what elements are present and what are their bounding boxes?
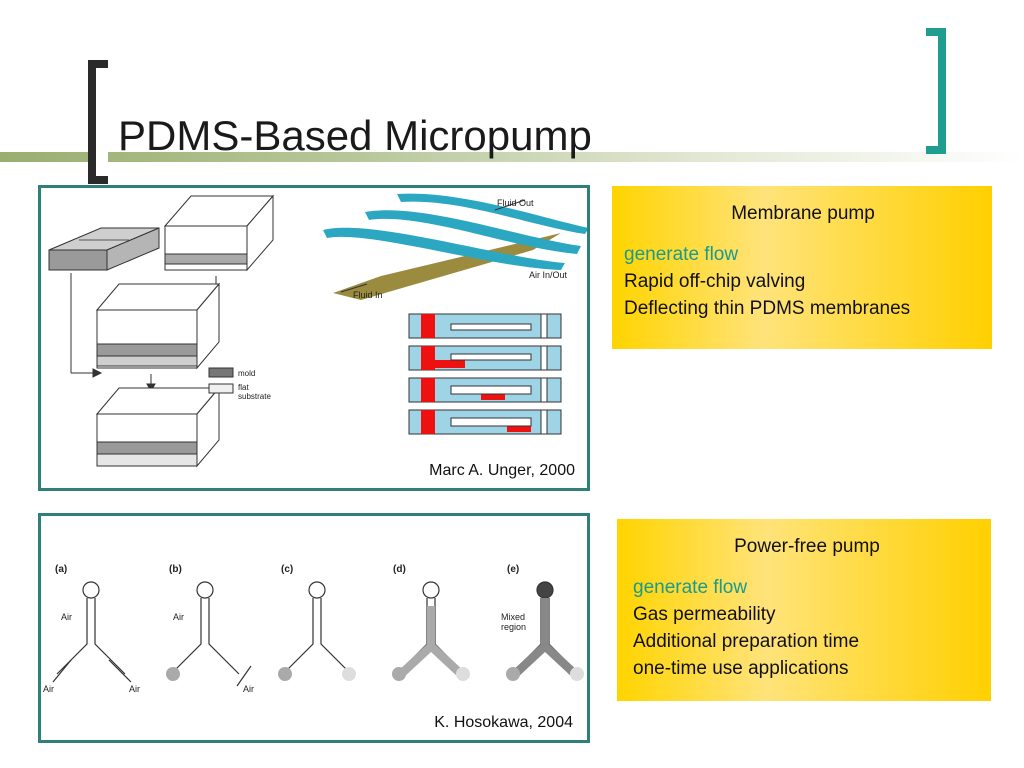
power-free-pump-heading: Power-free pump <box>734 536 880 557</box>
slide-title: PDMS-Based Micropump <box>118 112 592 159</box>
membrane-pump-note: Membrane pump generate flow Rapid off-ch… <box>612 186 992 349</box>
panel-label-e: (e) <box>507 564 519 575</box>
air-in-out-label: Air In/Out <box>529 270 568 280</box>
legend-flat-label: flat <box>238 383 249 392</box>
figure-membrane-pump: mold flat substrate Fluid Out Air In/Out… <box>38 185 590 491</box>
mixed-label: Mixed <box>501 612 525 622</box>
figure-bottom-credit: K. Hosokawa, 2004 <box>432 714 575 732</box>
air-label-a-left: Air <box>43 684 54 694</box>
power-free-pump-line: one-time use applications <box>633 658 849 679</box>
membrane-pump-highlight: generate flow <box>624 244 739 265</box>
panel-label-b: (b) <box>169 564 182 575</box>
air-label-b: Air <box>173 612 184 622</box>
power-free-pump-line: Additional preparation time <box>633 631 860 652</box>
power-free-pump-illustration: (a) (b) (c) (d) (e) <box>43 564 584 694</box>
region-label: region <box>501 622 526 632</box>
panel-label-d: (d) <box>393 564 406 575</box>
fluid-out-label: Fluid Out <box>497 198 534 208</box>
fabrication-schematic <box>48 194 275 468</box>
legend-substrate-label: substrate <box>238 392 271 401</box>
air-label-a: Air <box>61 612 72 622</box>
right-bracket-decoration <box>926 28 946 154</box>
figure-top-credit: Marc A. Unger, 2000 <box>427 462 577 480</box>
valve-cross-sections <box>408 313 562 435</box>
membrane-pump-line: Deflecting thin PDMS membranes <box>624 298 911 319</box>
air-label-a-right: Air <box>129 684 140 694</box>
channel-illustration <box>323 193 587 300</box>
fluid-in-label: Fluid In <box>353 290 383 300</box>
membrane-pump-heading: Membrane pump <box>731 203 875 224</box>
air-label-b-right: Air <box>243 684 254 694</box>
y-channel-diagrams <box>52 581 584 687</box>
membrane-pump-illustration: mold flat substrate Fluid Out Air In/Out… <box>48 193 587 468</box>
panel-label-a: (a) <box>55 564 67 575</box>
legend-mold-label: mold <box>238 369 255 378</box>
power-free-pump-note: Power-free pump generate flow Gas permea… <box>617 519 991 701</box>
figure-power-free-pump: (a) (b) (c) (d) (e) <box>38 513 590 743</box>
title-accent-bar <box>0 152 1024 162</box>
panel-label-c: (c) <box>281 564 293 575</box>
membrane-pump-line: Rapid off-chip valving <box>624 271 806 292</box>
power-free-pump-line: Gas permeability <box>633 604 776 625</box>
power-free-pump-highlight: generate flow <box>633 577 748 598</box>
left-bracket-decoration <box>88 60 108 184</box>
